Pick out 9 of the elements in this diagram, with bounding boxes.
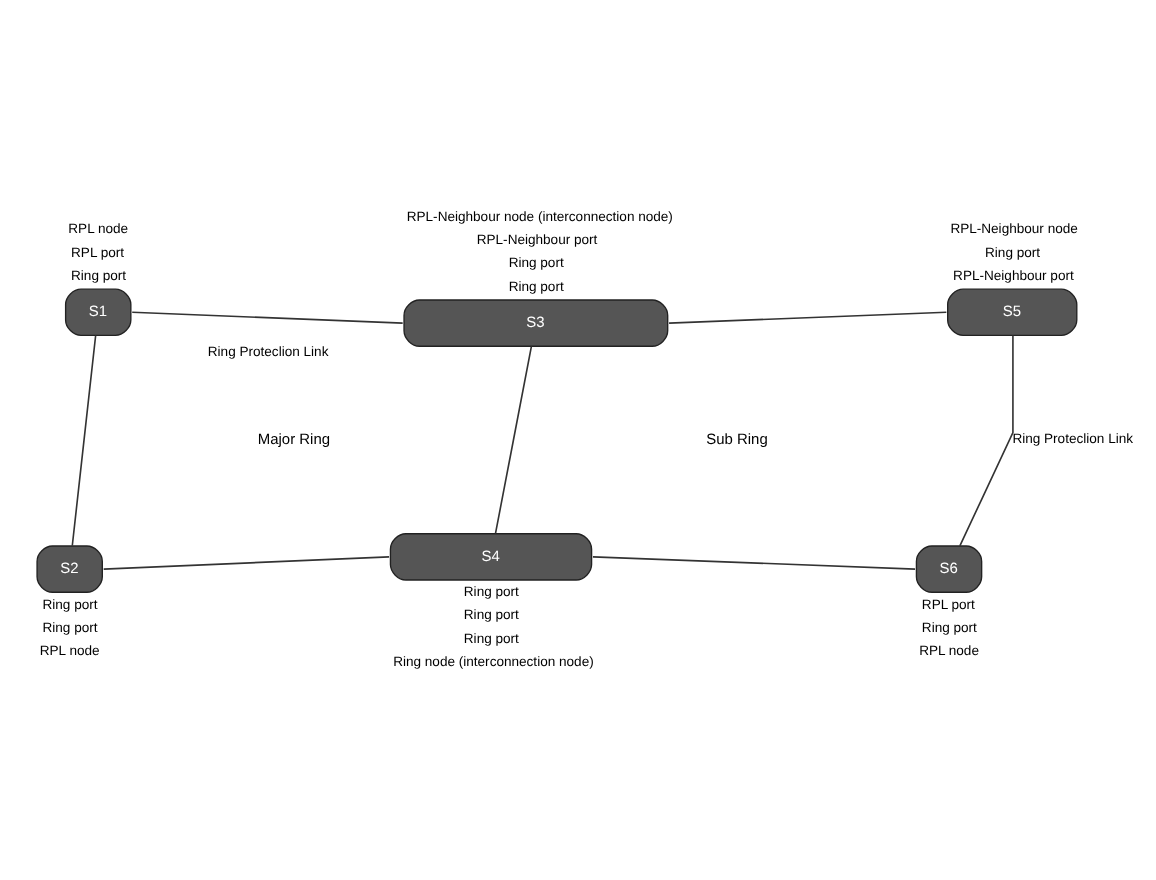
connector (131, 311, 404, 324)
connector (71, 334, 97, 547)
label: Sub Ring (706, 429, 768, 448)
connector (668, 311, 948, 324)
connector (959, 334, 1014, 547)
label: Major Ring (257, 429, 331, 448)
connector (494, 345, 533, 535)
connector (102, 556, 390, 570)
connector (592, 556, 916, 570)
